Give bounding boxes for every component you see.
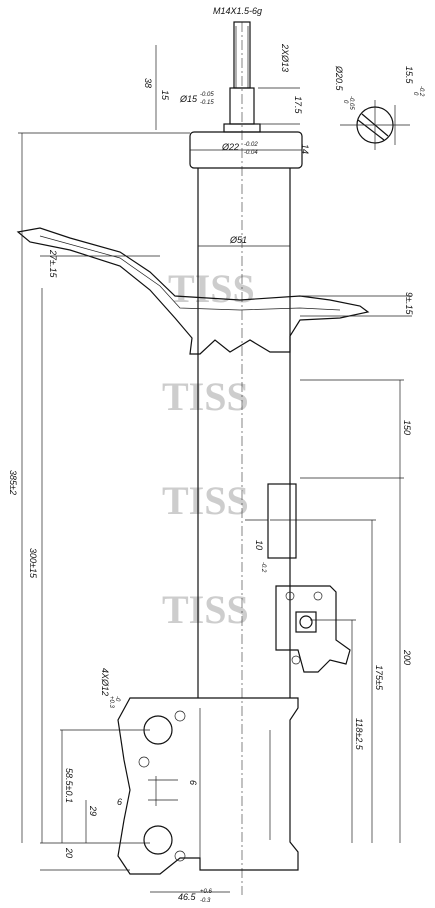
dim-385: 385±2 (8, 470, 18, 495)
dim-holes-tol-low: -0 (114, 696, 120, 702)
dim-dia-15-tol-low: -0.15 (200, 100, 214, 106)
dim-dia-15-tol-up: -0.05 (200, 92, 214, 98)
detail-dia-tol-low: -0.05 (348, 96, 354, 110)
dim-dia-22: Ø22 (221, 142, 239, 152)
dim-46-5-tol-low: -0.3 (200, 898, 211, 904)
dim-46-5-tol-up: +0.6 (200, 889, 213, 895)
hose-bracket (245, 483, 297, 559)
dim-150: 150 (402, 420, 412, 435)
detail-dia: Ø20.5 (334, 65, 344, 92)
dim-200: 200 (402, 649, 412, 665)
dim-angle-27: 27±.15 (48, 249, 58, 278)
dim-38: 38 (143, 78, 153, 88)
dim-300: 300±15 (28, 548, 38, 579)
dim-46-5: 46.5 (178, 892, 197, 902)
detail-width: 15.5 (404, 66, 414, 85)
dim-holes-tol-up: +0.3 (108, 696, 114, 709)
dim-118: 118±2.5 (354, 718, 364, 751)
watermark-3: TISS (162, 478, 249, 523)
dim-holes: 4XØ12 (100, 668, 110, 696)
dim-10-tol: -0.2 (260, 562, 266, 573)
knuckle-mount (117, 697, 299, 875)
dim-17-5: 17.5 (293, 96, 303, 115)
watermark-2: TISS (162, 374, 249, 419)
spring-seat (16, 227, 370, 355)
dim-15: 15 (160, 90, 170, 101)
detail-width-tol-up: 0 (412, 92, 418, 96)
dim-dia-22-tol-low: -0.04 (244, 150, 258, 156)
watermark-1: TISS (168, 266, 255, 311)
dim-175: 175±5 (374, 665, 384, 691)
dim-dia-51: Ø51 (229, 235, 247, 245)
stabilizer-bracket (275, 585, 351, 673)
dim-58-5: 58.5±0.1 (64, 768, 74, 803)
dim-20: 20 (64, 847, 74, 858)
dim-14: 14 (300, 144, 310, 154)
dim-flat-2x13: 2XØ13 (280, 43, 290, 72)
thread-spec-label: M14X1.5-6g (213, 6, 262, 16)
dim-angle-9: 9±.15 (404, 292, 414, 315)
detail-dia-tol-up: 0 (342, 100, 348, 104)
detail-view-rod-flat (340, 100, 410, 150)
detail-width-tol-low: -0.2 (418, 86, 424, 97)
dim-6b: 6 (188, 780, 198, 785)
dim-10: 10 (254, 540, 264, 550)
dim-29: 29 (88, 805, 98, 816)
dim-dia-22-tol-up: -0.02 (244, 142, 258, 148)
top-mount (189, 131, 303, 169)
dim-6a: 6 (117, 797, 122, 807)
watermark-4: TISS (162, 587, 249, 632)
dim-dia-15: Ø15 (179, 94, 198, 104)
outer-tube (197, 168, 291, 698)
